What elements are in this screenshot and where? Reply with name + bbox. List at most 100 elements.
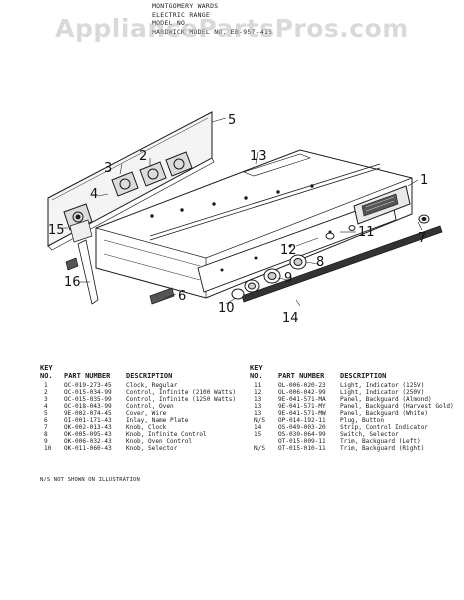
- row-key-number: N/S: [254, 445, 266, 452]
- row-key-number: 5: [44, 410, 48, 417]
- callout-7: 7: [418, 231, 426, 246]
- callout-13: 13: [250, 149, 267, 164]
- row-key-number: 14: [254, 424, 262, 431]
- row-description: Light, Indicator (250V): [340, 389, 425, 396]
- row-part-number: OP-014-192-11: [278, 417, 326, 424]
- callout-15: 15: [48, 223, 65, 238]
- table-row: OT-015-009-11 Trim, Backguard (Left): [250, 438, 460, 445]
- table-row: 2 OC-015-034-99 Control, Infinite (2100 Wa…: [40, 389, 250, 396]
- exploded-parts-diagram: 1 2 3 4 5 6 7 8 9 10 11 12 13 14 15 16: [47, 111, 443, 326]
- row-description: Knob, Clock: [126, 424, 167, 431]
- callout-3: 3: [104, 161, 112, 176]
- row-description: Trim, Backguard (Left): [340, 438, 421, 445]
- callout-5: 5: [228, 113, 236, 128]
- row-key-number: 15: [254, 431, 262, 438]
- row-part-number: OT-015-009-11: [278, 438, 326, 445]
- table-row: 12 OL-006-042-99 Light, Indicator (250V): [250, 389, 460, 396]
- header-line-5: HARDWICK MODEL NO. EB-957-415: [152, 27, 273, 36]
- control-panel-front: [197, 197, 397, 293]
- row-key-number: 4: [44, 403, 48, 410]
- callout-6: 6: [178, 289, 186, 304]
- row-part-number: OL-006-020-23: [278, 382, 326, 389]
- callout-8: 8: [316, 255, 324, 270]
- row-description: Light, Indicator (125V): [340, 382, 425, 389]
- col-part-header-right: PART NUMBER: [278, 372, 325, 380]
- row-part-number: OL-006-042-99: [278, 389, 326, 396]
- row-part-number: OK-005-095-43: [64, 431, 112, 438]
- table-row: N/S OP-014-192-11 Plug, Button: [250, 417, 460, 424]
- row-key-number: 3: [44, 396, 48, 403]
- row-description: Control, Infinite (2100 Watts): [126, 389, 237, 396]
- col-desc-header-left: DESCRIPTION: [126, 372, 173, 380]
- row-part-number: OI-001-171-43: [64, 417, 112, 424]
- row-description: Knob, Oven Control: [126, 438, 193, 445]
- row-description: Strip, Control Indicator: [340, 424, 429, 431]
- table-row: N/S OT-015-010-11 Trim, Backguard (Right): [250, 445, 460, 452]
- row-description: Panel, Backguard (White): [340, 410, 429, 417]
- watermark: AppliancePartsPros.com: [55, 14, 409, 43]
- callout-12: 12: [280, 243, 297, 258]
- row-part-number: OC-019-273-45: [64, 382, 112, 389]
- oven-control-part: [63, 203, 93, 243]
- footnote: N/S NOT SHOWN ON ILLUSTRATION: [40, 477, 140, 483]
- row-description: Plug, Button: [340, 417, 385, 424]
- callout-1: 1: [420, 173, 428, 188]
- row-part-number: 9E-041-571-MW: [278, 410, 326, 417]
- table-row: 15 OS-030-064-99 Switch, Selector: [250, 431, 460, 438]
- row-part-number: OC-015-034-99: [64, 389, 112, 396]
- row-key-number: 13: [254, 396, 262, 403]
- callout-9: 9: [284, 271, 292, 286]
- row-description: Control, Infinite (1250 Watts): [126, 396, 237, 403]
- col-desc-header-right: DESCRIPTION: [340, 372, 387, 380]
- callout-16: 16: [64, 275, 81, 290]
- callout-14: 14: [282, 311, 299, 326]
- row-description: Switch, Selector: [340, 431, 399, 438]
- row-key-number: 12: [254, 389, 262, 396]
- row-description: Knob, Infinite Control: [126, 431, 207, 438]
- table-row: 7 OK-002-013-43 Knob, Clock: [40, 424, 250, 431]
- callout-11: 11: [358, 225, 375, 240]
- row-description: Knob, Selector: [126, 445, 178, 452]
- row-description: Inlay, Name Plate: [126, 417, 189, 424]
- row-part-number: 9E-041-571-MY: [278, 403, 326, 410]
- leader-lines: [62, 117, 423, 307]
- header-line-1: MONTGOMERY WARDS: [152, 2, 219, 10]
- row-part-number: OC-018-043-99: [64, 403, 112, 410]
- row-key-number: N/S: [254, 417, 266, 424]
- header-line-2: ELECTRIC RANGE: [152, 10, 211, 19]
- row-description: Clock, Regular: [126, 382, 178, 389]
- row-key-number: 7: [44, 424, 48, 431]
- table-row: 13 9E-041-571-MY Panel, Backguard (Harvest…: [250, 403, 460, 410]
- row-description: Trim, Backguard (Right): [340, 445, 425, 452]
- header-line-3: MODEL NO.: [152, 19, 190, 28]
- row-key-number: 9: [44, 438, 48, 445]
- table-row: 11 OL-006-020-23 Light, Indicator (125V): [250, 382, 460, 389]
- indicator-strip-part: [241, 225, 443, 303]
- row-description: Panel, Backguard (Harvest Gold): [340, 403, 454, 410]
- row-key-number: 11: [254, 382, 262, 389]
- row-part-number: OT-015-010-11: [278, 445, 326, 452]
- row-part-number: OS-049-003-20: [278, 424, 326, 431]
- row-part-number: OS-030-064-99: [278, 431, 326, 438]
- table-row: 14 OS-049-003-20 Strip, Control Indicator: [250, 424, 460, 431]
- name-plate-part: [149, 287, 175, 305]
- row-key-number: 13: [254, 403, 262, 410]
- indicator-lights-part: [325, 225, 356, 240]
- infinite-controls-part: [111, 151, 193, 197]
- row-part-number: OK-002-013-43: [64, 424, 112, 431]
- row-key-number: 2: [44, 389, 48, 396]
- callout-2: 2: [139, 149, 147, 164]
- col-part-header-left: PART NUMBER: [64, 372, 111, 380]
